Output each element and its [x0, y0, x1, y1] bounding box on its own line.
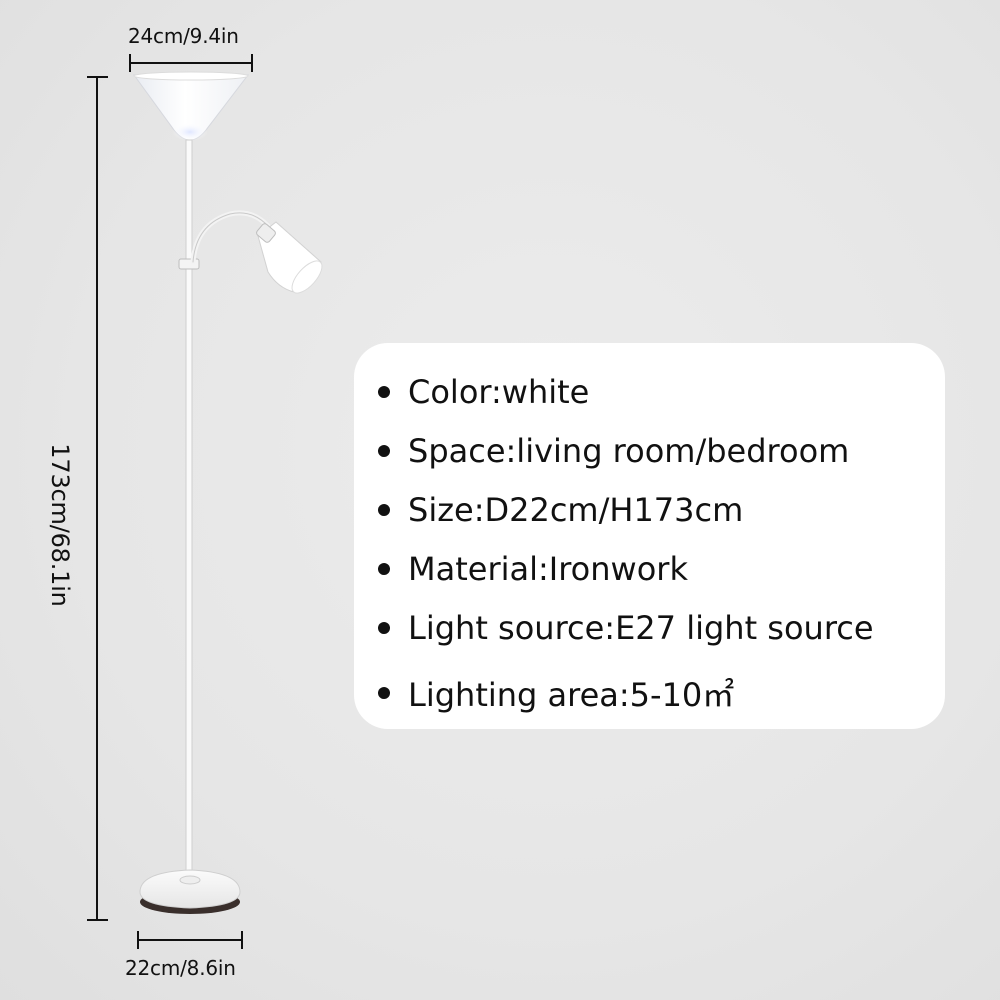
spec-space-text: Space:living room/bedroom — [408, 431, 850, 470]
spec-size: Size:D22cm/H173cm — [378, 480, 945, 539]
height-dimension-line — [87, 76, 108, 921]
lamp-base — [139, 869, 241, 914]
base-width-label: 22cm/8.6in — [125, 956, 236, 980]
shade-width-dimension-line — [129, 54, 253, 72]
bullet-icon — [378, 503, 390, 516]
spec-material: Material:Ironwork — [378, 539, 945, 598]
reading-arm-clamp — [178, 258, 200, 270]
bullet-icon — [378, 686, 390, 699]
bullet-icon — [378, 562, 390, 575]
reading-arm — [190, 210, 271, 265]
base-width-dimension-line — [137, 931, 243, 949]
specifications-list: Color:white Space:living room/bedroom Si… — [378, 362, 945, 722]
height-label: 173cm/68.1in — [46, 443, 74, 607]
spec-light-source: Light source:E27 light source — [378, 598, 945, 657]
lamp-pole — [185, 139, 193, 881]
reading-lamp-shade — [256, 221, 323, 294]
spec-lighting-area: Lighting area:5-10㎡ — [378, 663, 945, 722]
spec-material-text: Material:Ironwork — [408, 549, 688, 588]
spec-size-text: Size:D22cm/H173cm — [408, 490, 744, 529]
specifications-card: Color:white Space:living room/bedroom Si… — [354, 343, 945, 729]
spec-lighting-area-text: Lighting area:5-10㎡ — [408, 675, 735, 714]
bullet-icon — [378, 385, 390, 398]
spec-color-text: Color:white — [408, 372, 590, 411]
spec-light-source-text: Light source:E27 light source — [408, 608, 874, 647]
bullet-icon — [378, 621, 390, 634]
spec-color: Color:white — [378, 362, 945, 421]
bullet-icon — [378, 444, 390, 457]
shade-width-label: 24cm/9.4in — [128, 24, 239, 48]
main-lamp-shade — [133, 71, 250, 141]
spec-space: Space:living room/bedroom — [378, 421, 945, 480]
